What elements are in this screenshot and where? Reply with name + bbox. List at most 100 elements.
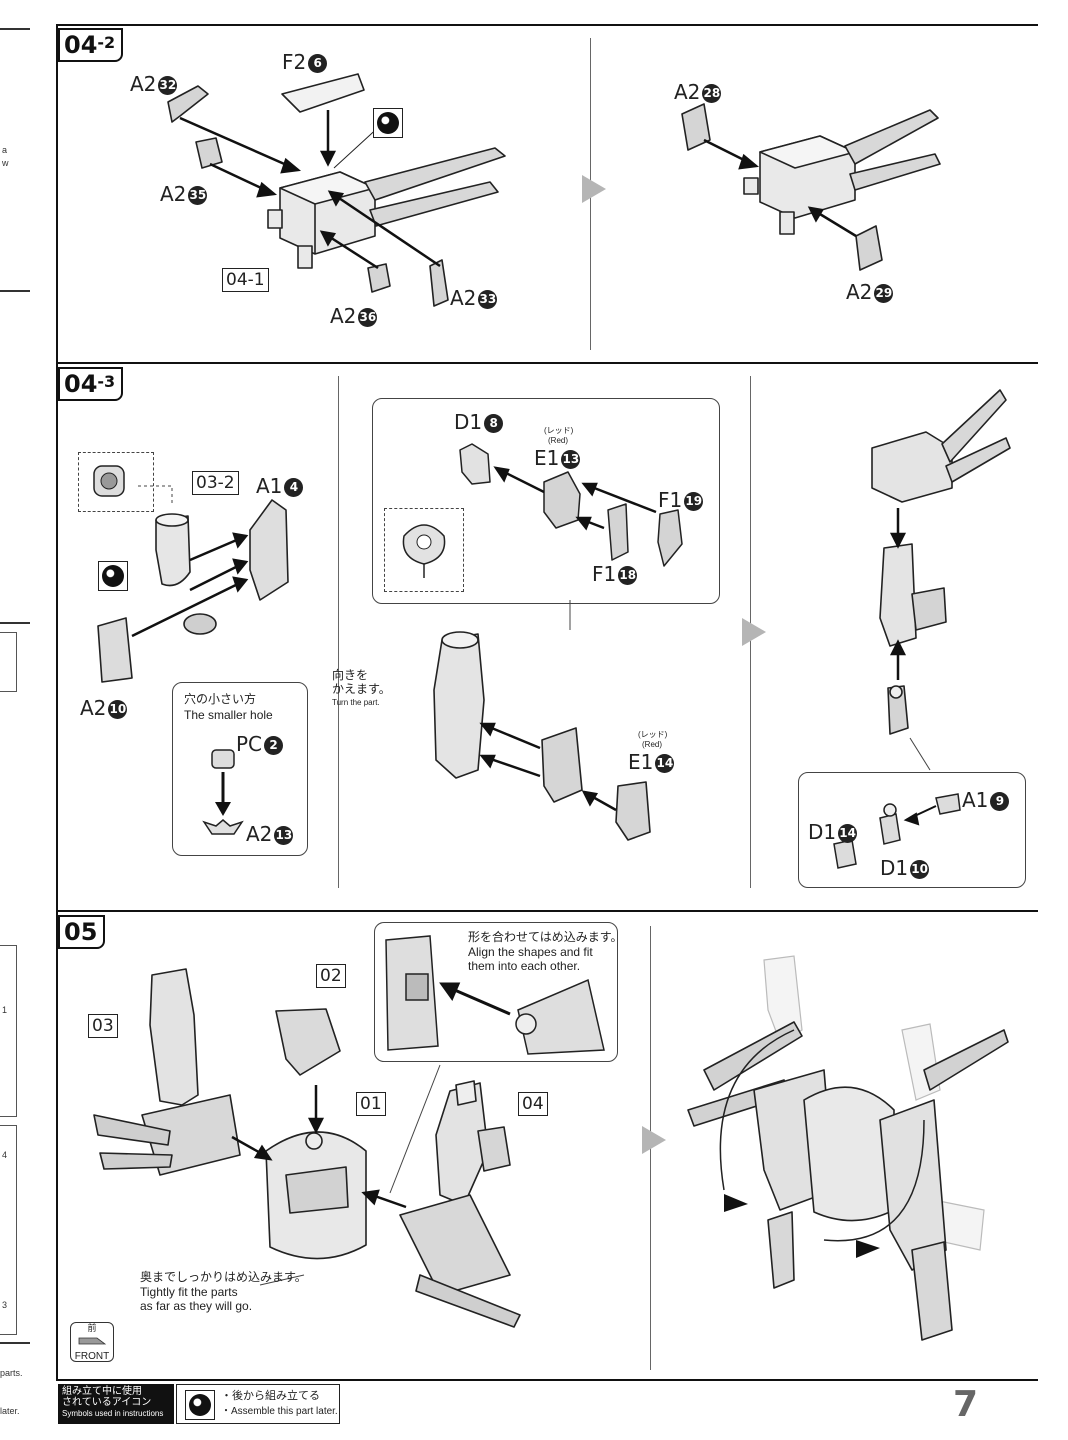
step-number: 04: [64, 31, 98, 59]
step-04-3-callout-illustration: [459, 443, 683, 567]
note-turn-part-jp-1: 向きを: [332, 668, 369, 682]
note-red-jp: (レッド): [544, 426, 574, 435]
dashed-detail-box: [78, 452, 154, 512]
note-align-en-2: them into each other.: [468, 959, 581, 973]
symbols-legend-title: 組み立て中に使用 されているアイコン Symbols used in instr…: [58, 1384, 174, 1424]
note-align-en-1: Align the shapes and fit: [468, 945, 593, 959]
panel-divider: [338, 376, 339, 888]
strip-rule: [0, 622, 30, 624]
assemble-later-icon: [98, 561, 128, 591]
note-red-jp: (レッド): [638, 730, 668, 739]
note-align-jp: 形を合わせてはめ込みます。: [468, 930, 623, 944]
note-turn-part-jp-2: かえます。: [332, 682, 391, 696]
frame-divider-1: [56, 362, 1038, 364]
front-direction-icon: 前 FRONT: [70, 1322, 114, 1362]
reference-box-01: 01: [356, 1092, 386, 1116]
note-smaller-hole-en: The smaller hole: [184, 708, 273, 722]
next-arrow-icon: [582, 175, 606, 203]
reference-box-03: 03: [88, 1014, 118, 1038]
step-04-3-result-illustration: [871, 389, 1011, 771]
step-04-3-left-illustration: [97, 485, 289, 683]
strip-box: [0, 1125, 17, 1335]
strip-rule: [0, 1342, 30, 1344]
step-label-04-3: 04-3: [58, 367, 124, 401]
strip-fragment: 4: [2, 1150, 8, 1160]
step-04-2-assembly-illustration: [167, 73, 506, 307]
note-tight-fit-jp: 奥までしっかりはめ込みます。: [140, 1270, 307, 1284]
strip-box: [0, 945, 17, 1117]
align-detail-illustration: [385, 935, 605, 1055]
page-number: 7: [952, 1384, 978, 1425]
left-edge-strip: a w 1 4 3 parts. later.: [0, 0, 42, 1440]
note-tight-fit-en-1: Tightly fit the parts: [140, 1285, 238, 1299]
joint-detail-icon: [402, 524, 446, 578]
dashed-detail-box: [384, 508, 464, 592]
hand-parts-illustration: [833, 793, 961, 869]
reference-box-04-1: 04-1: [222, 268, 269, 292]
step-05-assembly-illustration: [93, 968, 521, 1328]
step-05-result-illustration: [687, 955, 1009, 1341]
strip-rule: [0, 290, 30, 292]
note-red-en: (Red): [548, 436, 569, 445]
reference-box-03-2: 03-2: [192, 471, 239, 495]
polycap-illustration: [202, 749, 244, 835]
strip-fragment: 3: [2, 1300, 8, 1310]
frame-top: [56, 24, 1038, 26]
symbols-en: Symbols used in instructions: [62, 1409, 164, 1418]
assemble-later-en: ・Assemble this part later.: [221, 1406, 338, 1417]
note-turn-part-en: Turn the part.: [332, 698, 380, 707]
symbols-jp-line-1: 組み立て中に使用: [62, 1386, 142, 1397]
step-04-3-arm-illustration: [433, 600, 651, 841]
step-sub-number: -3: [97, 372, 116, 391]
strip-fragment: w: [2, 158, 9, 168]
step-04-2-result-illustration: [681, 103, 941, 271]
step-number: 05: [64, 918, 98, 946]
strip-fragment: later.: [0, 1406, 20, 1416]
strip-rule: [0, 28, 30, 30]
step-label-05: 05: [58, 915, 106, 949]
step-number: 04: [64, 370, 98, 398]
strip-box: [0, 632, 17, 692]
frame-left: [56, 24, 58, 1380]
front-arrow-icon: [78, 1337, 107, 1345]
strip-fragment: a: [2, 145, 8, 155]
next-arrow-icon: [642, 1126, 666, 1154]
note-tight-fit-en-2: as far as they will go.: [140, 1299, 253, 1313]
note-red-en: (Red): [642, 740, 663, 749]
next-arrow-icon: [742, 618, 766, 646]
frame-divider-2: [56, 910, 1038, 912]
step-sub-number: -2: [97, 33, 116, 52]
symbols-legend-item: ・後から組み立てる ・Assemble this part later.: [176, 1384, 340, 1424]
assemble-later-icon: [185, 1390, 215, 1420]
reference-box-04: 04: [518, 1092, 548, 1116]
front-icon-jp: 前: [87, 1323, 97, 1333]
frame-bottom: [56, 1379, 1038, 1381]
front-icon-en: FRONT: [74, 1351, 110, 1362]
symbols-jp-line-2: されているアイコン: [62, 1397, 152, 1408]
note-smaller-hole-jp: 穴の小さい方: [184, 692, 257, 706]
reference-box-02: 02: [316, 964, 346, 988]
detail-hole-icon: [93, 465, 125, 497]
strip-fragment: 1: [2, 1005, 8, 1015]
step-label-04-2: 04-2: [58, 28, 124, 62]
